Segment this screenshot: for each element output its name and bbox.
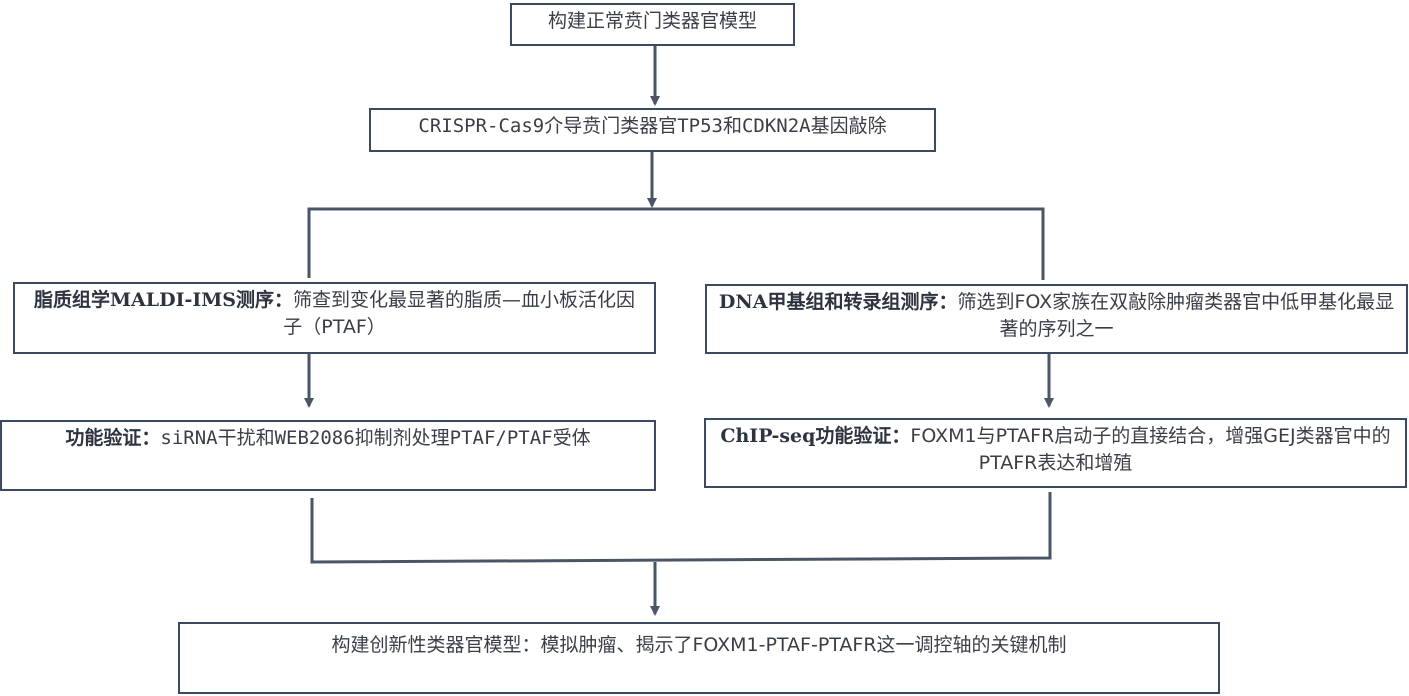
func-right-text: FOXM1与PTAFR启动子的直接结合，增强GEJ类器官中的PTAFR表达和增殖 [910, 425, 1391, 474]
func-right-heading: ChIP-seq功能验证： [720, 425, 911, 447]
lipid-box: 脂质组学MALDI-IMS测序：筛查到变化最显著的脂质—血小板活化因子（PTAF… [13, 282, 656, 354]
final-text: 构建创新性类器官模型：模拟肿瘤、揭示了FOXM1-PTAF-PTAFR这一调控轴… [331, 634, 1067, 656]
func-left-text: siRNA干扰和WEB2086抑制剂处理PTAF/PTAF受体 [160, 427, 591, 449]
func-left-heading: 功能验证： [65, 427, 161, 449]
knockout-text: CRISPR-Cas9介导贲门类器官TP53和CDKN2A基因敲除 [418, 115, 887, 137]
func-left-box: 功能验证：siRNA干扰和WEB2086抑制剂处理PTAF/PTAF受体 [0, 420, 656, 491]
start-box: 构建正常贲门类器官模型 [510, 3, 795, 46]
dna-heading: DNA甲基组和转录组测序： [718, 291, 958, 313]
final-box: 构建创新性类器官模型：模拟肿瘤、揭示了FOXM1-PTAF-PTAFR这一调控轴… [178, 622, 1220, 694]
knockout-box: CRISPR-Cas9介导贲门类器官TP53和CDKN2A基因敲除 [369, 108, 936, 152]
merge-line [310, 492, 1052, 564]
dna-box: DNA甲基组和转录组测序：筛选到FOX家族在双敲除肿瘤类器官中低甲基化最显著的序… [705, 284, 1408, 354]
dna-text: 筛选到FOX家族在双敲除肿瘤类器官中低甲基化最显著的序列之一 [957, 291, 1395, 340]
func-right-box: ChIP-seq功能验证：FOXM1与PTAFR启动子的直接结合，增强GEJ类器… [704, 418, 1407, 488]
split-line [307, 207, 1045, 280]
lipid-text: 筛查到变化最显著的脂质—血小板活化因子（PTAF） [283, 289, 636, 338]
lipid-heading: 脂质组学MALDI-IMS测序： [33, 289, 293, 311]
start-text: 构建正常贲门类器官模型 [547, 10, 757, 32]
